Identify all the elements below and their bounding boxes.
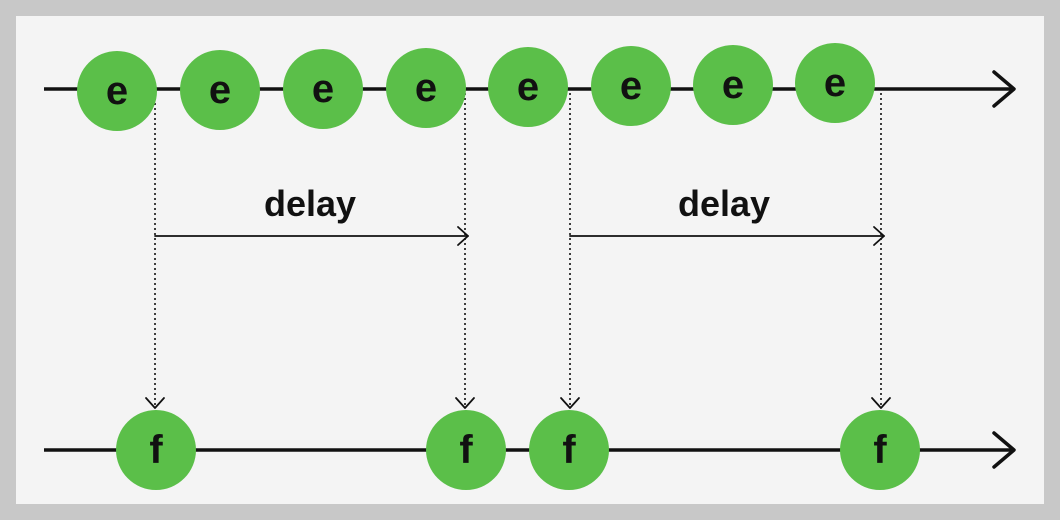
input-marble: e <box>795 43 875 123</box>
drop-line-arrowhead <box>145 397 165 409</box>
delay-span-2: delay <box>569 183 885 246</box>
delay-label: delay <box>678 183 770 224</box>
svg-text:e: e <box>106 69 128 113</box>
output-marble: f <box>116 410 196 490</box>
output-timeline-arrowhead <box>992 431 1016 469</box>
input-marbles: e e e e e e e e <box>77 43 875 131</box>
output-marble: f <box>426 410 506 490</box>
svg-text:e: e <box>620 64 642 108</box>
delay-label: delay <box>264 183 356 224</box>
drop-lines <box>145 93 891 409</box>
input-marble: e <box>386 48 466 128</box>
input-marble: e <box>488 47 568 127</box>
svg-text:f: f <box>873 428 887 472</box>
drop-line-arrowhead <box>560 397 580 409</box>
output-marbles: f f f f <box>116 410 920 490</box>
input-marble: e <box>77 51 157 131</box>
svg-text:f: f <box>149 428 163 472</box>
input-marble: e <box>693 45 773 125</box>
input-marble: e <box>591 46 671 126</box>
input-marble: e <box>180 50 260 130</box>
svg-text:e: e <box>415 66 437 110</box>
svg-text:e: e <box>824 61 846 105</box>
svg-text:f: f <box>459 428 473 472</box>
output-marble: f <box>840 410 920 490</box>
svg-text:e: e <box>517 65 539 109</box>
delay-arrowhead <box>457 226 469 246</box>
svg-text:e: e <box>209 68 231 112</box>
input-timeline-arrowhead <box>992 70 1016 108</box>
drop-line-arrowhead <box>455 397 475 409</box>
svg-text:e: e <box>722 63 744 107</box>
svg-text:e: e <box>312 67 334 111</box>
drop-line-arrowhead <box>871 397 891 409</box>
delay-span-1: delay <box>154 183 469 246</box>
svg-text:f: f <box>562 428 576 472</box>
delay-arrowhead <box>873 226 885 246</box>
output-marble: f <box>529 410 609 490</box>
input-marble: e <box>283 49 363 129</box>
